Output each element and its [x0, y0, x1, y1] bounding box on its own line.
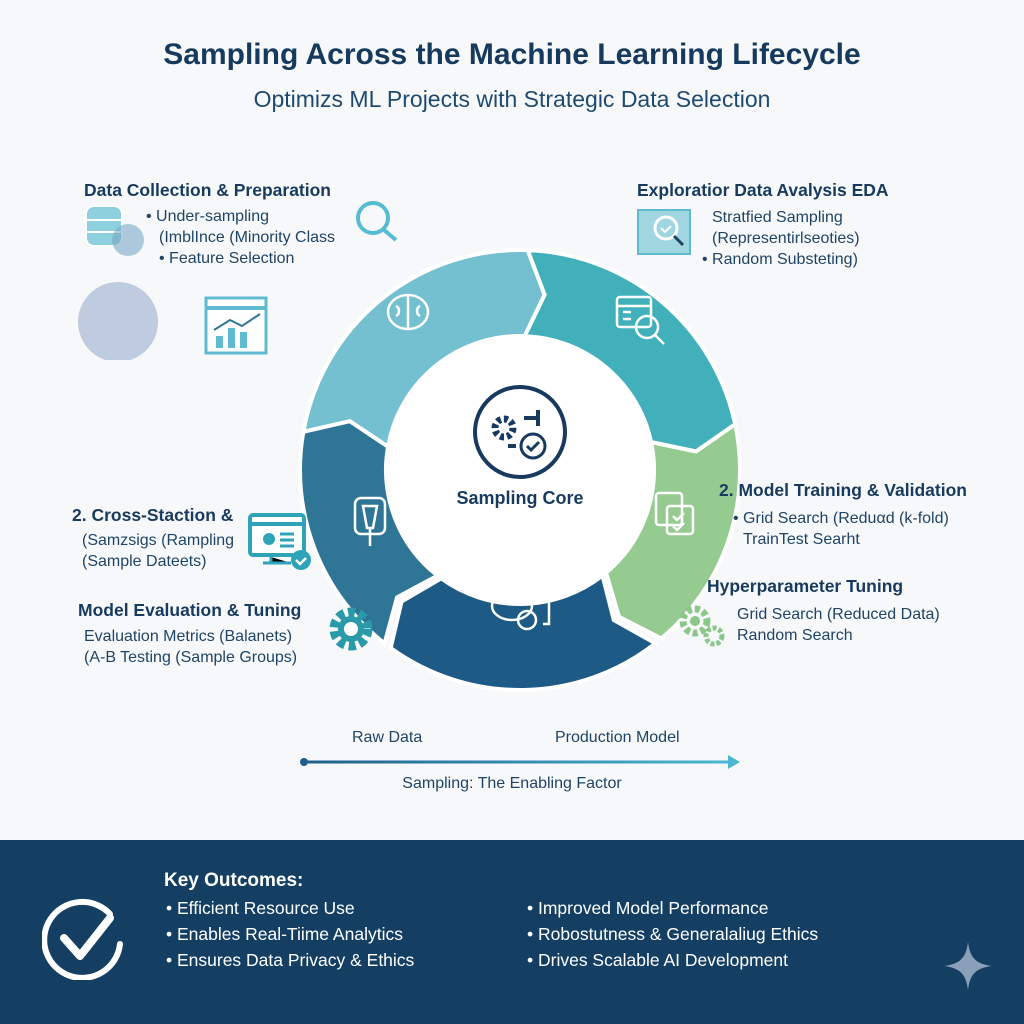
data-collection-graphics — [78, 201, 398, 360]
list-item: Evaluation Metrics (Balanets) — [84, 628, 293, 645]
list-item: (ImblInce (Minority Class — [159, 229, 336, 246]
ring-center — [388, 338, 652, 602]
cross-station-list: (Samzsigs (Rampling (Sample Dateets) — [82, 530, 234, 572]
sparkle-icon — [944, 942, 992, 990]
list-item: Grid Search (Reduced Data) — [737, 606, 940, 623]
data-cloud-icon — [78, 224, 158, 360]
list-item: (Sample Dateets) — [82, 553, 207, 570]
lifecycle-ring: Sampling Core — [300, 250, 742, 692]
list-item: (Samzsigs (Rampling — [82, 532, 235, 549]
brain-gear-icon — [490, 590, 551, 631]
gear-icon — [329, 607, 373, 651]
flow-start-label: Raw Data — [352, 729, 423, 746]
bar-chart-icon — [204, 296, 268, 355]
list-item: (A-B Testing (Sample Groups) — [84, 649, 298, 666]
pipette-icon — [353, 496, 387, 546]
page-subtitle: Optimizs ML Projects with Strategic Data… — [253, 86, 771, 112]
outcome-item: • Improved Model Performance — [527, 898, 769, 918]
list-item: Stratfied Sampling — [712, 209, 843, 226]
segment-model-training — [603, 420, 742, 641]
sampling-core-icon — [473, 385, 567, 479]
monitor-gear-icon — [248, 513, 311, 570]
outcome-item: • Robostutness & Generalaliug Ethics — [527, 924, 819, 944]
list-item: • Random Substeting) — [702, 251, 858, 268]
outcome-item: • Ensures Data Privacy & Ethics — [166, 950, 415, 970]
magnifier-icon — [356, 201, 398, 242]
flow-arrow — [300, 755, 740, 769]
gears-icon — [679, 605, 725, 647]
hyperparameter-list: Grid Search (Reduced Data) Random Search — [737, 604, 940, 646]
data-collection-list: • Under-sampling (ImblInce (Minority Cla… — [146, 206, 335, 269]
list-item: • Feature Selection — [159, 250, 295, 267]
list-item: Random Search — [737, 627, 853, 644]
flow-end-label: Production Model — [555, 729, 680, 746]
list-item: • Under-sampling — [146, 208, 269, 225]
eda-list: Stratfied Sampling (Representirlseoties)… — [702, 207, 860, 270]
chart-magnifier-icon — [637, 209, 691, 255]
cross-station-heading: 2. Cross-Staction & — [72, 505, 234, 525]
eda-heading: Exploratior Data Avalysis EDA — [637, 180, 889, 200]
data-collection-heading: Data Collection & Preparation — [84, 180, 331, 200]
list-item: TrainTest Searht — [743, 531, 860, 548]
center-label: Sampling Core — [456, 488, 583, 508]
check-circle-icon — [42, 898, 123, 980]
hyperparameter-heading: Hyperparameter Tuning — [707, 576, 904, 596]
brain-icon — [386, 293, 430, 331]
model-training-heading: 2. Model Training & Validation — [719, 480, 967, 500]
model-training-list: • Grid Search (Reduαd (k-fold) TrainTest… — [733, 508, 949, 550]
list-item: (Representirlseoties) — [712, 230, 860, 247]
checklist-icon — [654, 491, 695, 536]
calendar-search-icon — [615, 295, 665, 345]
key-outcomes-title: Key Outcomes: — [164, 870, 304, 891]
outcome-item: • Efficient Resource Use — [166, 898, 355, 918]
key-outcomes-band: Key Outcomes: • Efficient Resource Use •… — [0, 840, 1024, 1024]
list-item: • Grid Search (Reduαd (k-fold) — [733, 510, 949, 527]
segment-deployment — [388, 572, 660, 692]
model-eval-heading: Model Evaluation & Tuning — [78, 600, 302, 620]
model-eval-list: Evaluation Metrics (Balanets) (A-B Testi… — [84, 626, 297, 668]
outcome-item: • Drives Scalable AI Development — [527, 950, 788, 970]
flow-caption: Sampling: The Enabling Factor — [402, 775, 622, 792]
outcome-item: • Enables Real-Tiime Analytics — [166, 924, 403, 944]
page-title: Sampling Across the Machine Learning Lif… — [163, 38, 861, 71]
